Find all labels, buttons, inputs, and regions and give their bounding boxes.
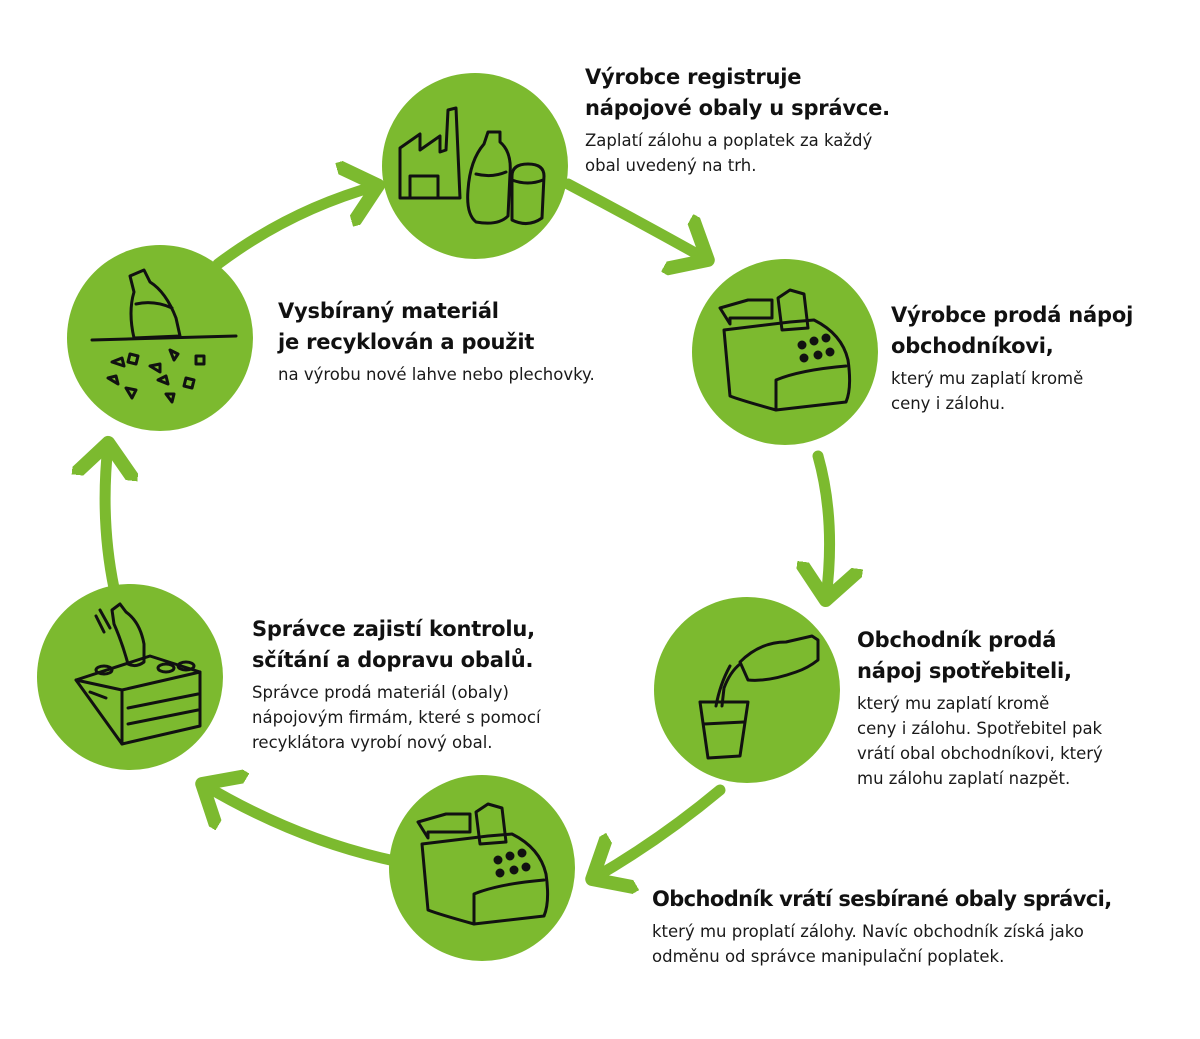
step-title-line: nápoj spotřebiteli, xyxy=(857,659,1072,683)
step-title: Vysbíraný materiál je recyklován a použi… xyxy=(278,296,648,358)
circle-register xyxy=(382,73,568,259)
cycle-arrows xyxy=(105,184,829,878)
step-description: Správce prodá materiál (obaly) nápojovým… xyxy=(252,680,592,755)
circle-control-count-transport xyxy=(37,584,223,770)
step-desc-line: vrátí obal obchodníkovi, který xyxy=(857,744,1103,763)
step-description: který mu zaplatí kromě ceny i zálohu. xyxy=(891,366,1181,416)
step-title-line: je recyklován a použit xyxy=(278,330,535,354)
step-description: Zaplatí zálohu a poplatek za každý obal … xyxy=(585,128,945,178)
factory-bottle-can-icon xyxy=(398,106,546,225)
circle-sell-to-retailer xyxy=(692,259,878,445)
step-register: Výrobce registruje nápojové obaly u sprá… xyxy=(585,62,945,178)
step-desc-line: nápojovým firmám, které s pomocí xyxy=(252,708,541,727)
circle-sell-to-consumer xyxy=(654,597,840,783)
cash-register-icon xyxy=(416,802,550,926)
step-title: Obchodník prodá nápoj spotřebiteli, xyxy=(857,625,1177,687)
step-desc-line: Správce prodá materiál (obaly) xyxy=(252,683,509,702)
step-circles xyxy=(37,73,878,961)
arrow-return-to-administrator xyxy=(204,785,406,868)
step-title-line: nápojové obaly u správce. xyxy=(585,96,890,120)
step-desc-line: který mu proplatí zálohy. Navíc obchodní… xyxy=(652,922,1084,941)
step-desc-line: recyklátora vyrobí nový obal. xyxy=(252,733,493,752)
step-desc-line: na výrobu nové lahve nebo plechovky. xyxy=(278,365,595,384)
arrow-recycle-to-register xyxy=(212,186,376,270)
step-desc-line: který mu zaplatí kromě xyxy=(891,369,1084,388)
step-sell-to-consumer: Obchodník prodá nápoj spotřebiteli, kter… xyxy=(857,625,1177,791)
step-title: Správce zajistí kontrolu, sčítání a dopr… xyxy=(252,614,592,676)
step-title: Obchodník vrátí sesbírané obaly správci, xyxy=(652,884,1182,915)
collection-crate-icon xyxy=(74,602,202,746)
step-desc-line: obal uvedený na trh. xyxy=(585,156,757,175)
cash-register-icon xyxy=(718,288,852,412)
arrow-consumer-to-return xyxy=(594,784,726,878)
arrow-administrator-to-recycle xyxy=(105,445,114,594)
step-desc-line: ceny i zálohu. Spotřebitel pak xyxy=(857,719,1103,738)
step-title-line: Obchodník prodá xyxy=(857,628,1057,652)
step-title: Výrobce registruje nápojové obaly u sprá… xyxy=(585,62,945,124)
step-title-line: Správce zajistí kontrolu, xyxy=(252,617,535,641)
step-control-count-transport: Správce zajistí kontrolu, sčítání a dopr… xyxy=(252,614,592,755)
step-sell-to-retailer: Výrobce prodá nápoj obchodníkovi, který … xyxy=(891,300,1181,416)
step-title-line: sčítání a dopravu obalů. xyxy=(252,648,534,672)
step-return-to-administrator: Obchodník vrátí sesbírané obaly správci,… xyxy=(652,884,1182,969)
step-desc-line: Zaplatí zálohu a poplatek za každý xyxy=(585,131,873,150)
step-description: který mu proplatí zálohy. Navíc obchodní… xyxy=(652,919,1182,969)
bottle-pouring-glass-icon xyxy=(698,634,820,760)
step-description: který mu zaplatí kromě ceny i zálohu. Sp… xyxy=(857,691,1177,791)
step-desc-line: který mu zaplatí kromě xyxy=(857,694,1050,713)
arrow-register-to-retailer xyxy=(562,178,706,259)
circle-return-to-administrator xyxy=(389,775,575,961)
step-title-line: Výrobce prodá nápoj xyxy=(891,303,1134,327)
step-title-line: Obchodník vrátí sesbírané obaly správci, xyxy=(652,887,1112,911)
step-desc-line: odměnu od správce manipulační poplatek. xyxy=(652,947,1005,966)
step-title: Výrobce prodá nápoj obchodníkovi, xyxy=(891,300,1181,362)
step-recycle: Vysbíraný materiál je recyklován a použi… xyxy=(278,296,648,387)
step-title-line: obchodníkovi, xyxy=(891,334,1054,358)
step-desc-line: ceny i zálohu. xyxy=(891,394,1006,413)
arrow-retailer-to-consumer xyxy=(818,450,830,598)
step-title-line: Výrobce registruje xyxy=(585,65,802,89)
step-description: na výrobu nové lahve nebo plechovky. xyxy=(278,362,648,387)
step-title-line: Vysbíraný materiál xyxy=(278,299,499,323)
bottle-shredding-icon xyxy=(90,268,238,404)
step-desc-line: mu zálohu zaplatí nazpět. xyxy=(857,769,1071,788)
